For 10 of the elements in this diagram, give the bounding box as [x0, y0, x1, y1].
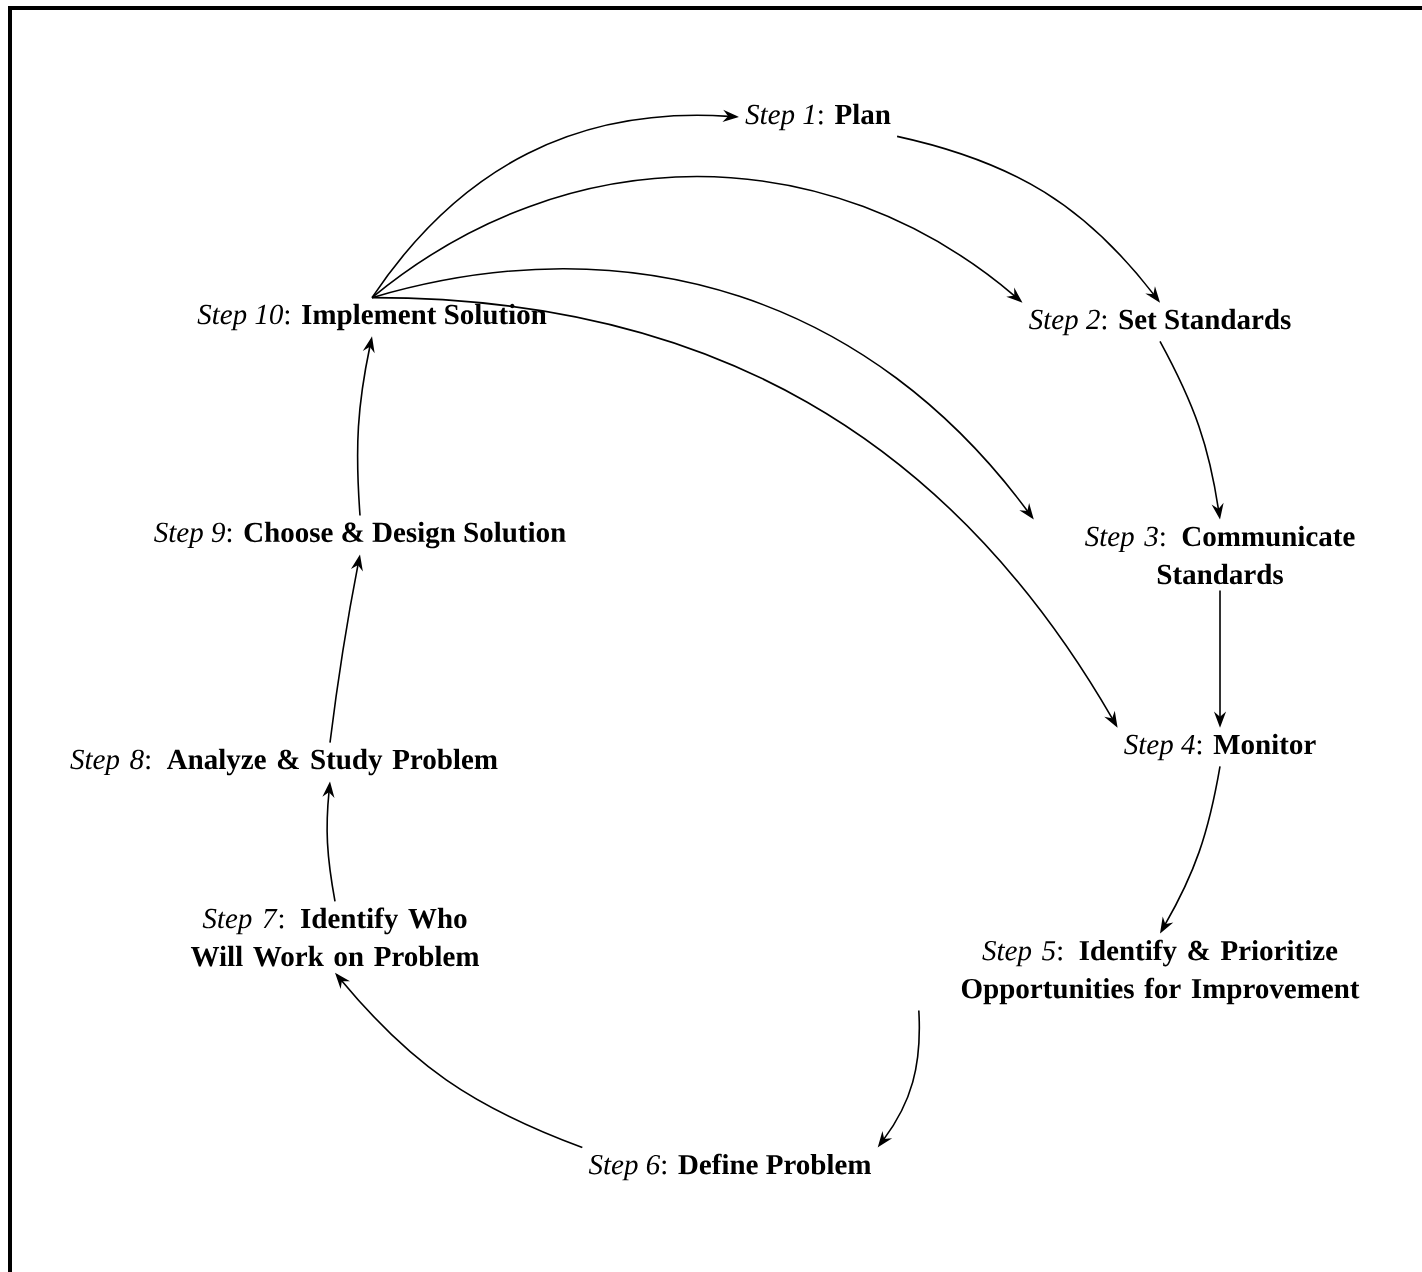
- step-label: Step 2: Set Standards: [1029, 308, 1291, 336]
- step-label: Step 6: Define Problem: [588, 1153, 871, 1181]
- step-label: Step 9: Choose & Design Solution: [154, 521, 566, 549]
- step-label: Step 8: Analyze & Study Problem: [70, 748, 498, 776]
- step-label: Step 7: Identify Who Will Work on Problem: [190, 907, 479, 967]
- step-label: Step 1: Plan: [745, 103, 891, 131]
- step-label: Step 5: Identify & Prioritize Opportunities for Improvement: [961, 939, 1360, 1005]
- step-label: Step 4: Monitor: [1124, 733, 1316, 761]
- step-label: Step 10: Implement Solution: [197, 303, 547, 331]
- step-label: Step 3: Communicate Standards: [1085, 525, 1355, 585]
